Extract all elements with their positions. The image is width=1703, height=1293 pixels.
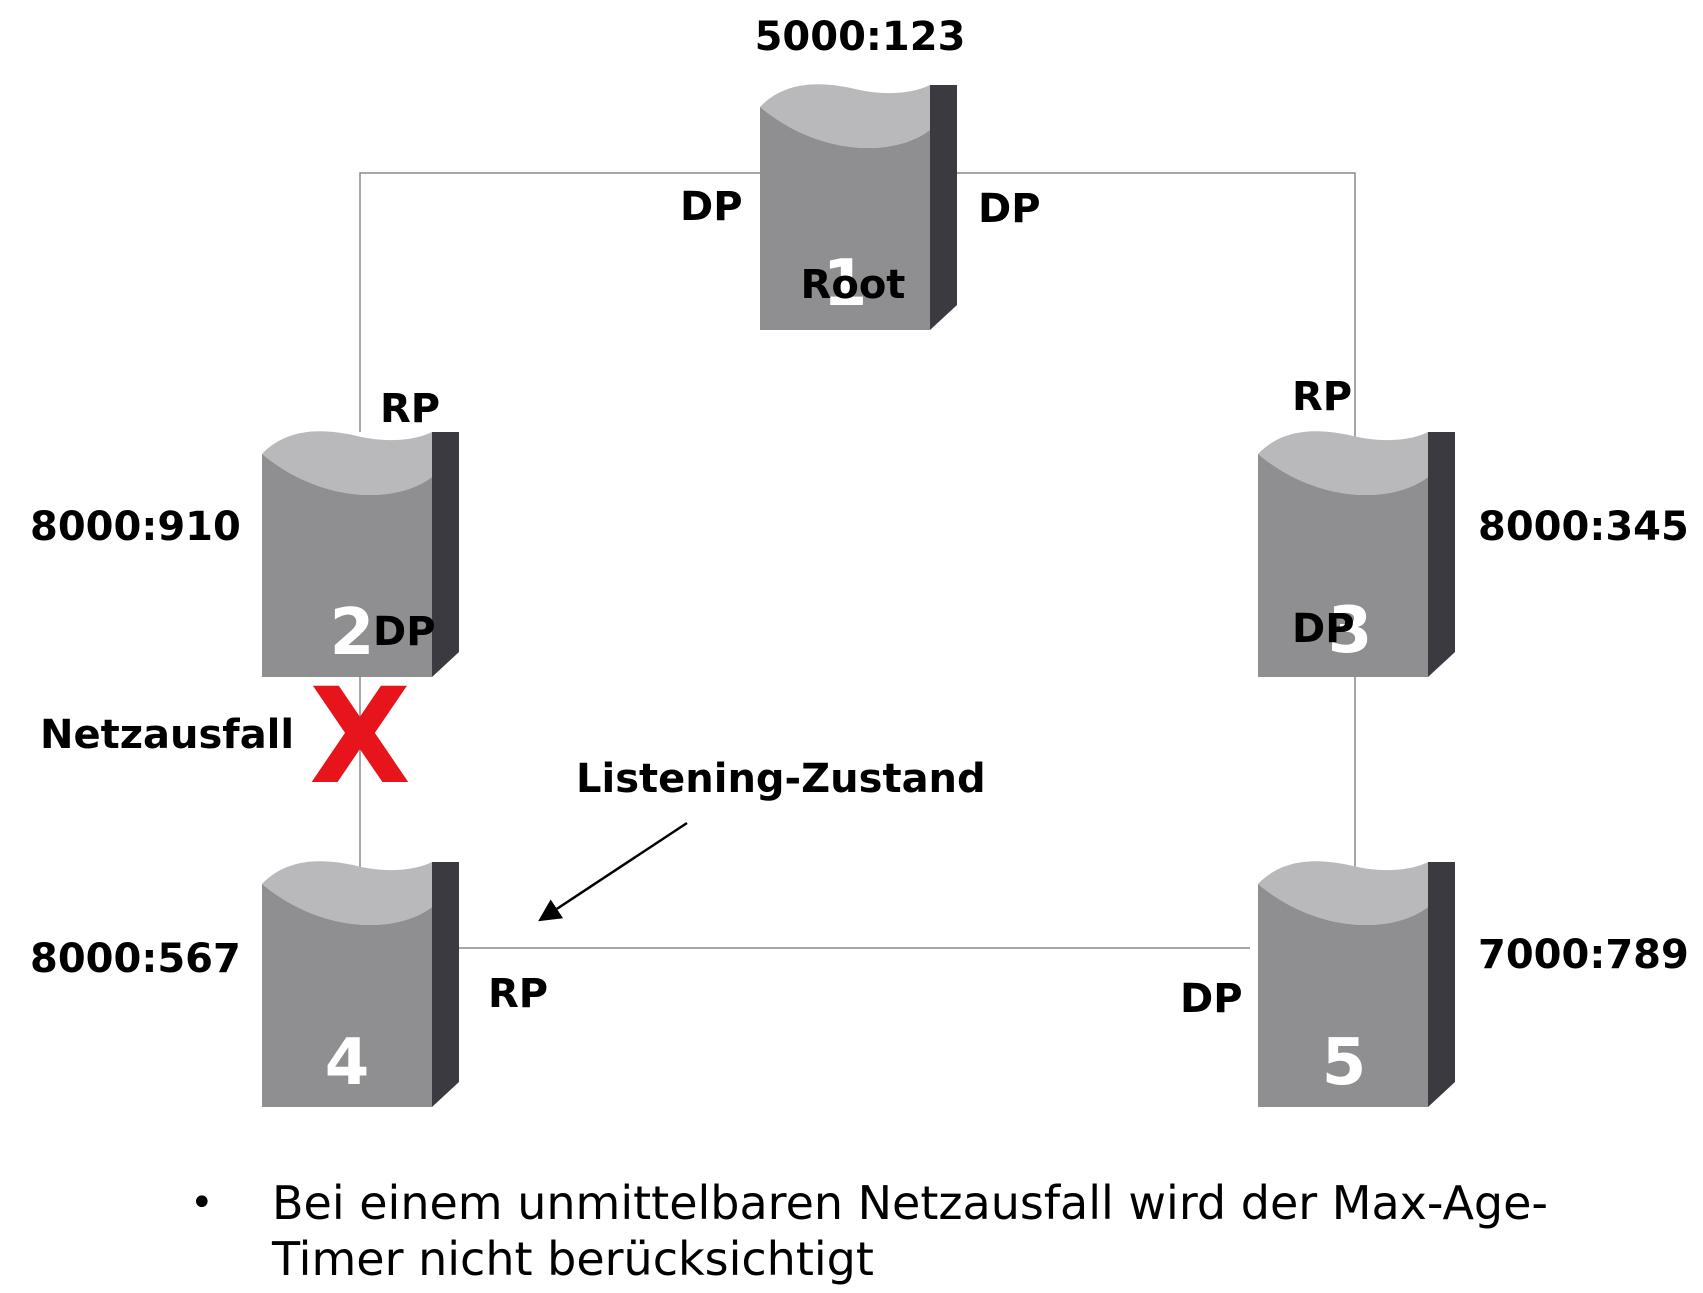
switch-side	[1428, 432, 1455, 677]
switch-front	[262, 454, 432, 677]
switch-top	[262, 431, 432, 496]
switch-number: 2	[330, 596, 375, 670]
switch-front	[1258, 454, 1428, 677]
switch-top	[1258, 861, 1428, 926]
switch-side	[930, 85, 957, 330]
failure-x-mark: X	[309, 660, 411, 814]
bridge-id-switch-4: 8000:567	[30, 936, 241, 982]
bullet-list: • Bei einem unmittelbaren Netzausfall wi…	[190, 1175, 1590, 1287]
link-switch1-switch2	[359, 172, 760, 432]
bridge-id-switch-3: 8000:345	[1478, 504, 1689, 550]
switch-number: 4	[325, 1026, 370, 1100]
listening-arrow	[538, 821, 688, 922]
switch-top	[1258, 431, 1428, 496]
port-role-s5-left: DP	[1180, 976, 1243, 1022]
switch-front	[1258, 884, 1428, 1107]
port-role-s3-top: RP	[1292, 374, 1352, 420]
link-switch1-switch3	[955, 172, 1356, 462]
listening-state-label: Listening-Zustand	[576, 756, 986, 802]
port-role-s1-right: DP	[978, 186, 1041, 232]
switch-side	[1428, 862, 1455, 1107]
switch-top	[760, 84, 930, 149]
switch-side	[432, 432, 459, 677]
switch-number: 3	[1328, 594, 1373, 668]
port-role-s3-bottom: DP	[1292, 606, 1355, 652]
bullet-line-2: Timer nicht berücksichtigt	[272, 1232, 874, 1286]
bridge-id-switch-2: 8000:910	[30, 504, 241, 550]
bullet-marker: •	[190, 1180, 214, 1226]
switch-1: 1	[760, 84, 957, 330]
switch-side	[432, 862, 459, 1107]
port-role-s1-left: DP	[680, 184, 743, 230]
switch-front	[262, 884, 432, 1107]
switch-4: 4	[262, 861, 459, 1107]
root-label: Root	[801, 262, 906, 308]
bullet-line-1: Bei einem unmittelbaren Netzausfall wird…	[272, 1176, 1549, 1230]
port-role-s2-top: RP	[380, 386, 440, 432]
switch-number: 5	[1322, 1026, 1367, 1100]
bullet-item: • Bei einem unmittelbaren Netzausfall wi…	[190, 1175, 1590, 1287]
bridge-id-switch-5: 7000:789	[1478, 932, 1689, 978]
switch-number: 1	[823, 247, 868, 321]
switch-3: 3	[1258, 431, 1455, 677]
failure-label: Netzausfall	[40, 712, 294, 758]
port-role-s4-right: RP	[488, 971, 548, 1017]
switch-top	[262, 861, 432, 926]
bridge-id-switch-1: 5000:123	[755, 14, 966, 60]
switch-front	[760, 107, 930, 330]
switch-2: 2	[262, 431, 459, 677]
port-role-s2-bottom: DP	[373, 609, 436, 655]
switch-5: 5	[1258, 861, 1455, 1107]
